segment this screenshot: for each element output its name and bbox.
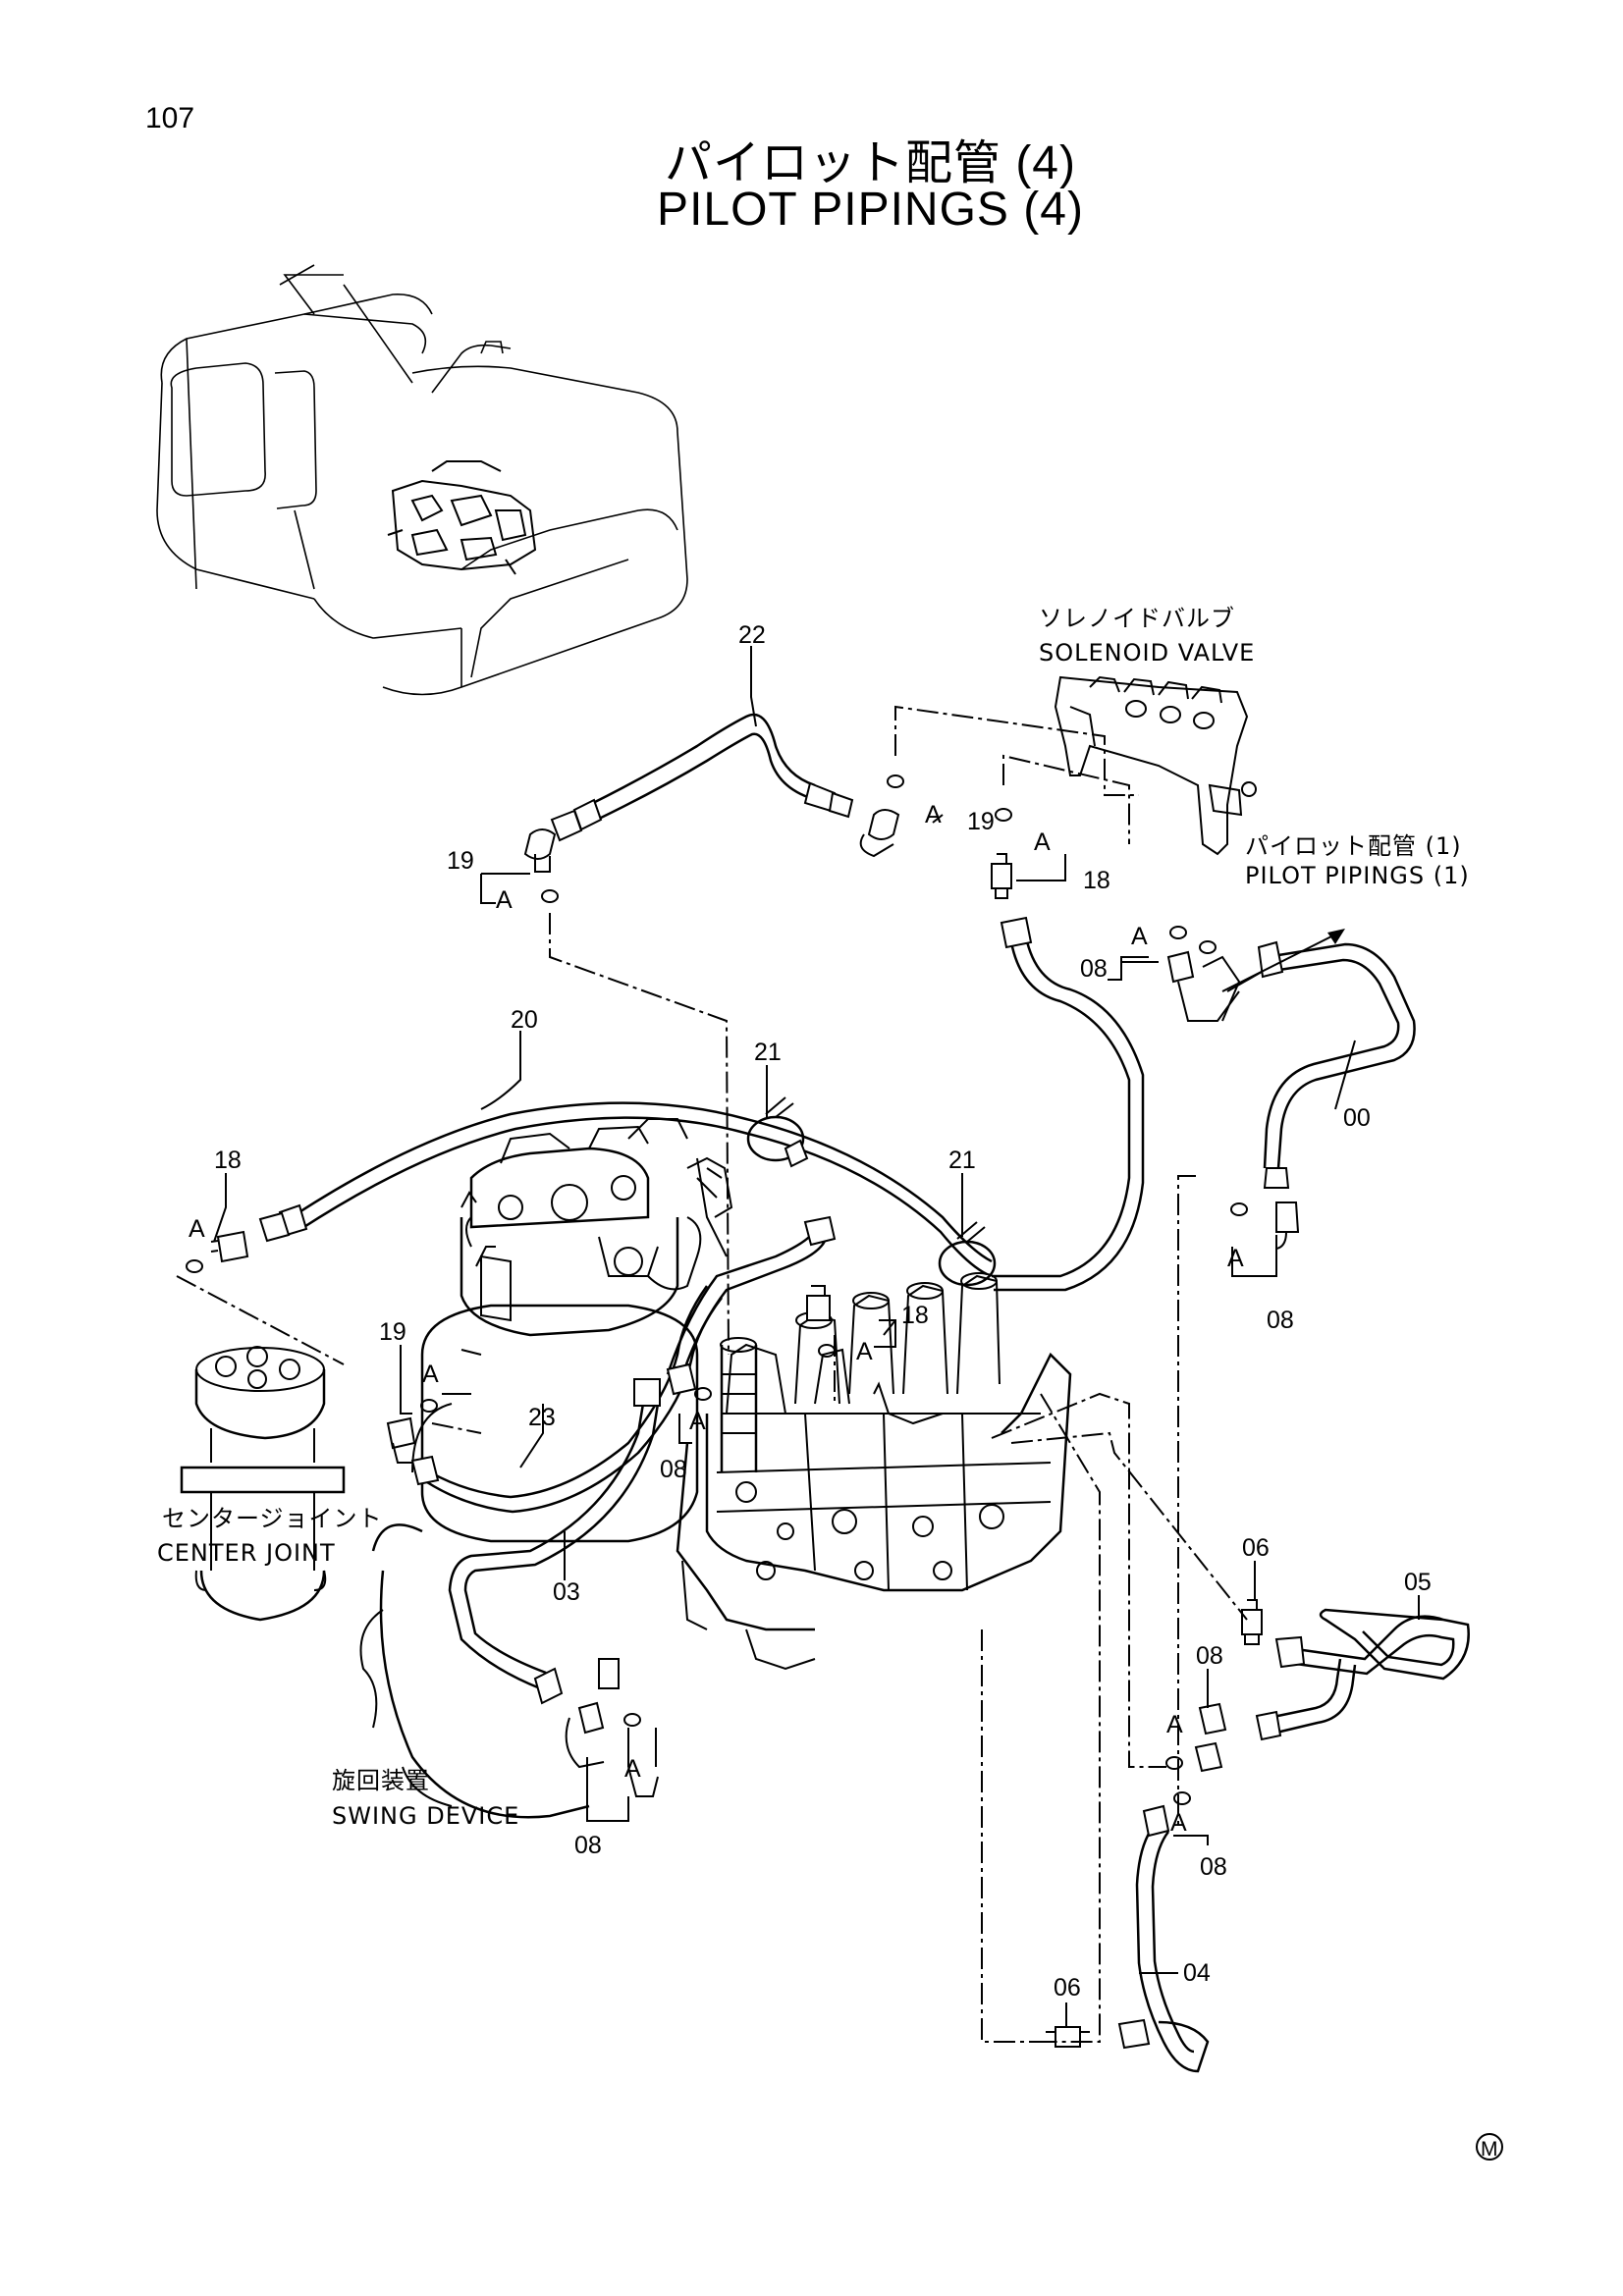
- callout-08-top: 08: [1080, 955, 1108, 983]
- callout-20: 20: [511, 1006, 538, 1034]
- callout-18-center: 18: [901, 1302, 929, 1329]
- callout-A-11: A: [1170, 1809, 1187, 1837]
- callout-21-right: 21: [948, 1147, 976, 1174]
- callout-19-left: 19: [447, 847, 474, 875]
- swing-device-label-jp: 旋回装置: [332, 1767, 430, 1794]
- pipes: [210, 713, 1470, 2073]
- callout-05: 05: [1404, 1569, 1432, 1596]
- m-mark: M: [1476, 2133, 1503, 2161]
- pilot-pipings-1-label-jp: パイロット配管 (1): [1245, 832, 1462, 860]
- callout-A-7: A: [856, 1338, 873, 1365]
- callout-08-bottom: 08: [574, 1832, 602, 1859]
- callout-23: 23: [528, 1404, 556, 1431]
- callout-08-right: 08: [1267, 1307, 1294, 1334]
- callout-A-9: A: [689, 1408, 706, 1435]
- callouts: 22 19 A A 19 A 18 A 08 20 21 21 00 18 A …: [189, 621, 1432, 2002]
- o-rings: [186, 774, 1248, 1805]
- callout-A-12: A: [624, 1755, 641, 1783]
- callout-19-swing: 19: [379, 1318, 406, 1346]
- control-valve: [676, 1272, 1072, 1671]
- callout-A-1: A: [496, 886, 513, 914]
- component-labels: ソレノイドバルブ SOLENOID VALVE パイロット配管 (1) PILO…: [157, 605, 1470, 1830]
- callout-A-2: A: [925, 801, 942, 828]
- center-joint: [180, 1346, 346, 1622]
- callout-06-bottom: 06: [1054, 1974, 1081, 2002]
- callout-A-4: A: [1131, 923, 1148, 950]
- center-joint-label-en: CENTER JOINT: [157, 1539, 336, 1567]
- callout-21-top: 21: [754, 1039, 782, 1066]
- center-joint-label-jp: センタージョイント: [162, 1505, 383, 1532]
- title-english: PILOT PIPINGS (4): [657, 184, 1084, 236]
- swing-device-label-en: SWING DEVICE: [332, 1802, 519, 1830]
- swing-device: [359, 1118, 733, 1819]
- page-number: 107: [145, 102, 195, 134]
- solenoid-valve-label-en: SOLENOID VALVE: [1039, 639, 1255, 667]
- callout-A-10: A: [1166, 1711, 1183, 1738]
- callout-06-top: 06: [1242, 1534, 1270, 1562]
- solenoid-valve: [1054, 675, 1257, 856]
- svg-text:M: M: [1481, 2138, 1498, 2161]
- title-japanese: パイロット配管 (4): [664, 137, 1076, 189]
- callout-04: 04: [1183, 1959, 1211, 1987]
- callout-03: 03: [553, 1578, 580, 1606]
- callout-18-left: 18: [214, 1147, 242, 1174]
- callout-22: 22: [738, 621, 766, 649]
- excavator-overview: [156, 264, 688, 696]
- callout-A-3: A: [1034, 828, 1051, 856]
- callout-08-lower: 08: [1200, 1853, 1227, 1881]
- callout-A-8: A: [422, 1361, 439, 1388]
- callout-A-6: A: [1227, 1245, 1244, 1272]
- callout-08-valve: 08: [660, 1456, 687, 1483]
- callout-08-mid: 08: [1196, 1642, 1223, 1670]
- leader-lines: [176, 646, 1420, 2043]
- callout-19-right: 19: [967, 808, 995, 835]
- solenoid-valve-label-jp: ソレノイドバルブ: [1039, 605, 1235, 632]
- pilot-pipings-1-label-en: PILOT PIPINGS (1): [1245, 862, 1470, 889]
- callout-A-5: A: [189, 1215, 205, 1243]
- callout-18-top: 18: [1083, 867, 1110, 894]
- callout-00: 00: [1343, 1104, 1371, 1132]
